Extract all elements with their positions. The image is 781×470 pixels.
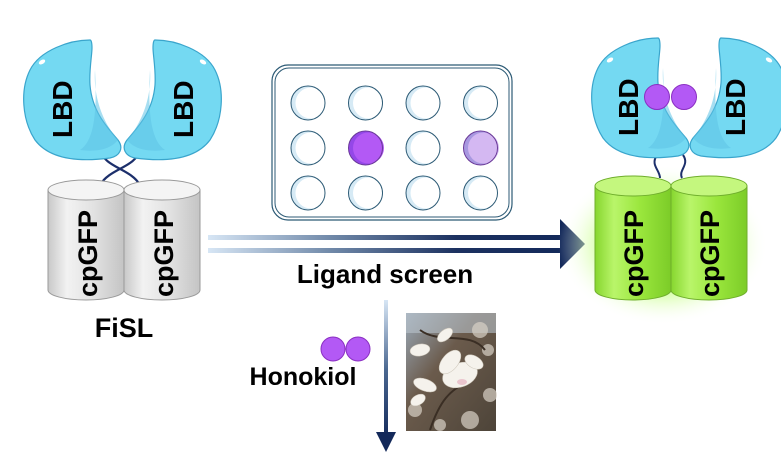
well-grid <box>290 85 499 211</box>
fisl-label: FiSL <box>95 313 154 343</box>
well-empty <box>405 85 442 121</box>
well-empty <box>463 175 499 211</box>
lbd-left-label: LBD <box>47 80 78 138</box>
cpgfp-right-barrel: cpGFP <box>123 179 201 301</box>
magnolia-photo <box>406 313 497 431</box>
cpgfp-right-barrel-bound: cpGFP <box>670 175 748 301</box>
well-empty <box>290 85 327 121</box>
well-empty <box>348 175 384 211</box>
bound-ligand-icon <box>644 84 697 110</box>
lbd-right-label-bound: LBD <box>720 78 751 136</box>
well-strong-hit <box>348 130 384 166</box>
lbd-right-domain: LBD <box>123 39 222 161</box>
lbd-left-domain-bound: LBD <box>591 37 690 159</box>
honokiol-label: Honokiol <box>250 363 357 391</box>
lbd-left-label-bound: LBD <box>613 78 644 136</box>
lbd-left-domain: LBD <box>23 39 122 161</box>
lbd-right-domain-bound: LBD <box>689 37 781 159</box>
well-empty <box>405 130 442 166</box>
honokiol-ligand-icon <box>320 336 371 362</box>
cpgfp-left-barrel-bound: cpGFP <box>594 175 672 301</box>
well-empty <box>290 175 327 211</box>
cpgfp-right-label: cpGFP <box>149 210 179 297</box>
cpgfp-left-barrel: cpGFP <box>47 179 125 301</box>
well-empty <box>405 175 442 211</box>
well-empty <box>463 85 499 121</box>
well-weak-hit <box>463 130 499 166</box>
cpgfp-left-label-bound: cpGFP <box>619 210 649 297</box>
honokiol-arrow <box>376 300 396 452</box>
ligand-screen-label: Ligand screen <box>297 259 473 289</box>
cpgfp-right-label-bound: cpGFP <box>695 210 725 297</box>
lbd-right-label: LBD <box>168 80 199 138</box>
well-empty <box>348 85 384 121</box>
well-plate <box>271 64 513 221</box>
fisl-sensor-bound: LBD LBD cpGFP cpGFP <box>558 37 781 325</box>
well-empty <box>290 130 327 166</box>
fisl-sensor-unbound: LBD LBD cpGFP cpGFP FiSL <box>23 39 222 343</box>
cpgfp-left-label: cpGFP <box>73 210 103 297</box>
ligand-screen-arrow: Ligand screen <box>208 219 585 289</box>
